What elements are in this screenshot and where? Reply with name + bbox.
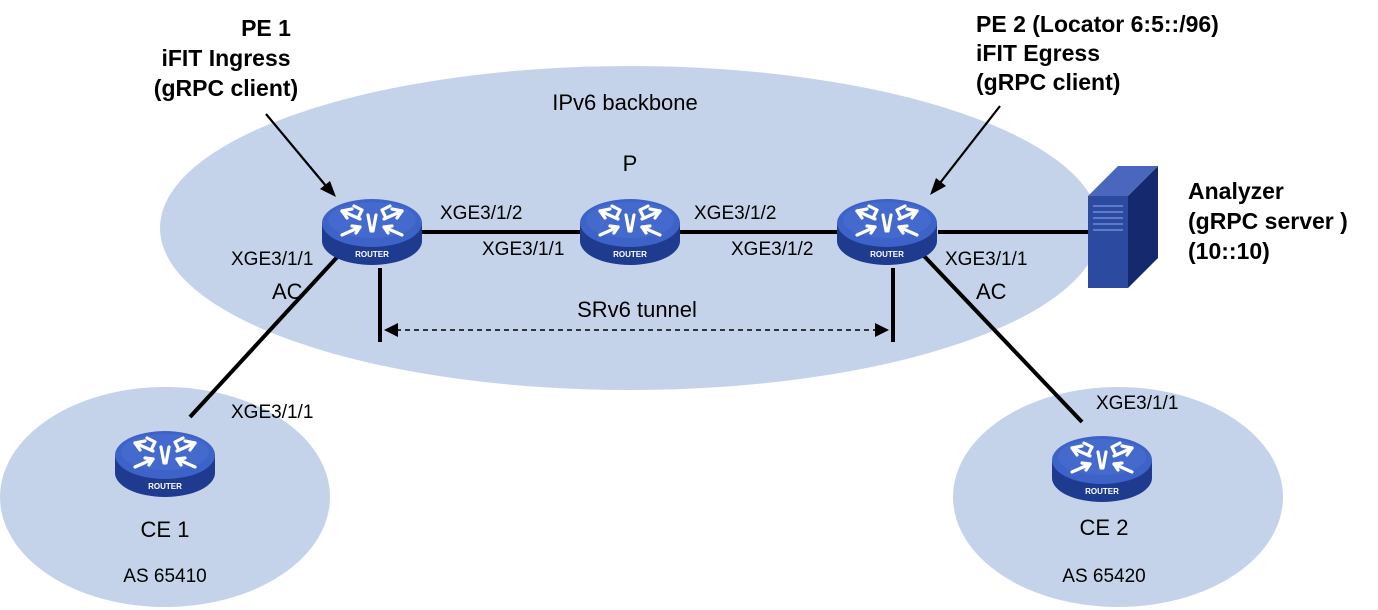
router-ce2[interactable]: ROUTER xyxy=(1050,434,1154,504)
pe2-title: PE 2 (Locator 6:5::/96) xyxy=(976,11,1219,37)
analyzer-role: (gRPC server ) xyxy=(1188,208,1348,234)
pe2-client: (gRPC client) xyxy=(976,69,1120,95)
pe1-title: PE 1 xyxy=(241,15,291,41)
pe1-client: (gRPC client) xyxy=(154,75,298,101)
tunnel-label: SRv6 tunnel xyxy=(577,297,697,322)
port-pe2-left: XGE3/1/2 xyxy=(731,239,813,260)
callout-arrow-pe2 xyxy=(939,105,1001,184)
router-ce1[interactable]: ROUTER xyxy=(113,429,217,499)
router-pe2[interactable]: ROUTER xyxy=(835,197,939,267)
callout-arrowhead-pe2 xyxy=(930,178,946,195)
ce1-title: CE 1 xyxy=(141,517,190,542)
port-ce2: XGE3/1/1 xyxy=(1096,393,1178,414)
port-pe1-right: XGE3/1/2 xyxy=(440,203,522,224)
analyzer-title: Analyzer xyxy=(1188,178,1284,204)
port-pe2-right: XGE3/1/1 xyxy=(945,249,1027,270)
ce1-as: AS 65410 xyxy=(123,566,206,587)
router-p[interactable]: ROUTER xyxy=(578,197,682,267)
tunnel-arrowhead-right xyxy=(875,323,889,337)
srv6-tunnel xyxy=(378,268,895,342)
ac-right-label: AC xyxy=(976,279,1007,304)
backbone-label: IPv6 backbone xyxy=(552,90,698,115)
router-tag: ROUTER xyxy=(1085,487,1119,496)
ce2-title: CE 2 xyxy=(1080,515,1129,540)
router-tag: ROUTER xyxy=(870,250,904,259)
callout-arrow-pe1 xyxy=(265,113,327,187)
callout-arrows xyxy=(265,105,1001,197)
pe1-role: iFIT Ingress xyxy=(161,45,290,71)
links xyxy=(188,230,1088,424)
router-pe1[interactable]: ROUTER xyxy=(320,197,424,267)
port-pe1-left: XGE3/1/1 xyxy=(231,249,313,270)
port-p-left: XGE3/1/1 xyxy=(482,239,564,260)
analyzer-server[interactable] xyxy=(1088,166,1158,288)
callout-arrowhead-pe1 xyxy=(320,181,336,197)
router-tag: ROUTER xyxy=(148,482,182,491)
port-p-right: XGE3/1/2 xyxy=(694,203,776,224)
port-ce1: XGE3/1/1 xyxy=(231,402,313,423)
router-tag: ROUTER xyxy=(613,250,647,259)
p-title: P xyxy=(623,151,638,176)
ce2-as: AS 65420 xyxy=(1062,566,1145,587)
analyzer-address: (10::10) xyxy=(1188,238,1270,264)
server-icon xyxy=(1088,166,1158,288)
router-tag: ROUTER xyxy=(355,250,389,259)
link-pe2-ce2 xyxy=(922,254,1084,424)
pe2-role: iFIT Egress xyxy=(976,40,1100,66)
ac-left-label: AC xyxy=(272,279,303,304)
tunnel-arrowhead-left xyxy=(384,323,398,337)
link-pe1-ce1 xyxy=(188,252,342,419)
